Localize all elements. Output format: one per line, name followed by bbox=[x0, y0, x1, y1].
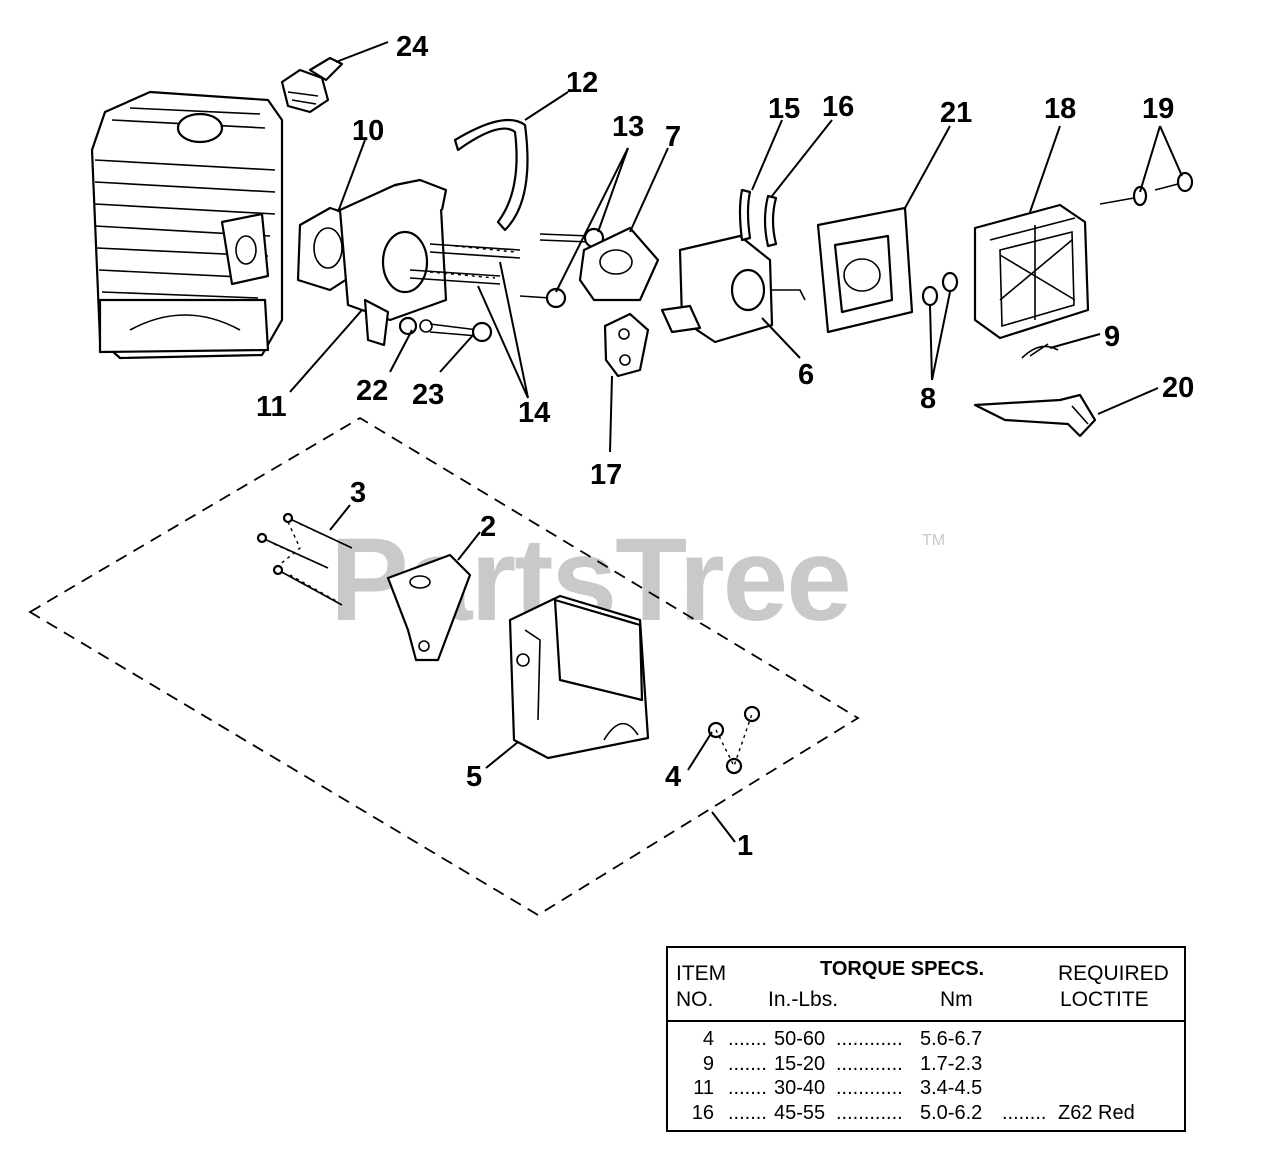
watermark-tm: TM bbox=[922, 532, 945, 549]
nuts-8-part bbox=[921, 271, 959, 307]
callout-1: 1 bbox=[737, 830, 753, 862]
header-loctite: LOCTITE bbox=[1060, 988, 1149, 1011]
callout-21: 21 bbox=[940, 97, 972, 129]
torque-specs-table: ITEM NO. TORQUE SPECS. In.-Lbs. Nm REQUI… bbox=[666, 946, 1186, 1132]
callout-16: 16 bbox=[822, 91, 854, 123]
header-no: NO. bbox=[676, 988, 714, 1011]
callout-3: 3 bbox=[350, 477, 366, 509]
filter-base-part bbox=[816, 206, 914, 334]
callout-17: 17 bbox=[590, 459, 622, 491]
table-row: 16 ....... 45-55 ............ 5.0-6.2 ..… bbox=[691, 1102, 1135, 1124]
spark-plug-part bbox=[280, 56, 344, 114]
air-filter-part bbox=[973, 203, 1090, 340]
callout-5: 5 bbox=[466, 761, 482, 793]
header-item: ITEM bbox=[676, 962, 727, 985]
header-nm: Nm bbox=[940, 988, 973, 1011]
header-in-lbs: In.-Lbs. bbox=[768, 988, 839, 1011]
screws-14-part bbox=[409, 243, 521, 285]
callout-11: 11 bbox=[256, 391, 287, 423]
callout-13: 13 bbox=[612, 111, 644, 143]
carburetor-part bbox=[660, 188, 806, 344]
choke-lever-part bbox=[973, 393, 1097, 438]
muffler-kit-outline bbox=[28, 416, 860, 917]
callout-6: 6 bbox=[798, 359, 814, 391]
callout-19: 19 bbox=[1142, 93, 1174, 125]
gasket-7-part bbox=[578, 226, 660, 302]
callout-12: 12 bbox=[566, 67, 598, 99]
callout-18: 18 bbox=[1044, 93, 1076, 125]
bolt-23-part bbox=[398, 316, 493, 343]
impulse-hose-part bbox=[453, 118, 529, 232]
nuts-4-part bbox=[707, 705, 761, 775]
callout-15: 15 bbox=[768, 93, 800, 125]
table-row: 4 ....... 50-60 ............ 5.6-6.7 bbox=[702, 1028, 983, 1050]
callout-4: 4 bbox=[665, 761, 681, 793]
intake-adapter-part bbox=[338, 178, 448, 347]
muffler-part bbox=[508, 594, 650, 760]
leader-lines bbox=[289, 41, 1183, 843]
clip-9-part bbox=[1021, 343, 1059, 359]
screw-19-part bbox=[1099, 171, 1194, 207]
callout-9: 9 bbox=[1104, 321, 1120, 353]
callout-8: 8 bbox=[920, 383, 936, 415]
header-required: REQUIRED bbox=[1058, 962, 1169, 985]
cylinder-part bbox=[90, 90, 284, 360]
callout-22: 22 bbox=[356, 375, 388, 407]
table-row: 11 ....... 30-40 ............ 3.4-4.5 bbox=[693, 1077, 983, 1099]
gasket-2-part bbox=[386, 553, 472, 662]
callout-7: 7 bbox=[665, 121, 681, 153]
linkage-17-part bbox=[603, 312, 650, 378]
callout-24: 24 bbox=[396, 31, 428, 63]
callout-labels: 24 12 13 7 15 16 21 18 19 10 9 20 6 8 11… bbox=[256, 31, 1194, 862]
callout-10: 10 bbox=[352, 115, 384, 147]
bolts-3-part bbox=[256, 512, 353, 606]
table-row: 9 ....... 15-20 ............ 1.7-2.3 bbox=[702, 1053, 983, 1075]
table-header: ITEM NO. TORQUE SPECS. In.-Lbs. Nm REQUI… bbox=[668, 948, 1184, 1022]
callout-2: 2 bbox=[480, 511, 496, 543]
header-title: TORQUE SPECS. bbox=[820, 958, 985, 980]
callout-14: 14 bbox=[518, 397, 550, 429]
callout-20: 20 bbox=[1162, 372, 1194, 404]
callout-23: 23 bbox=[412, 379, 444, 411]
